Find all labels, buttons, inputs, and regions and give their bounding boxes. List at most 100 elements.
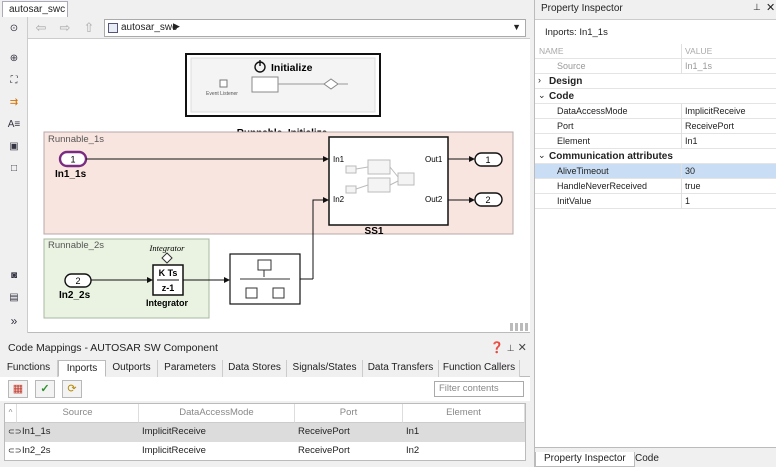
zoom-icon[interactable]: ⊕: [9, 53, 19, 64]
annotation-icon[interactable]: A≡: [7, 119, 21, 130]
area-icon[interactable]: □: [10, 163, 18, 174]
refresh-button[interactable]: ⟳: [62, 380, 82, 398]
ss1-in1-label: In1: [333, 155, 345, 164]
model-canvas[interactable]: Initialize Event Listener Runnable_Initi…: [28, 39, 530, 333]
integrator-trigger-icon: [161, 252, 173, 264]
col-element[interactable]: Element: [403, 404, 525, 423]
group-design[interactable]: › Design: [535, 74, 776, 89]
breadcrumb[interactable]: autosar_swc ▶ ▼: [104, 19, 526, 37]
inport1-number: 1: [70, 155, 75, 165]
left-toolbar: ⊙ ⊕ ⛶ ⇉ A≡ ▣ □ ◙ ▤ »: [0, 17, 28, 333]
filter-input[interactable]: Filter contents: [434, 381, 524, 397]
table-row[interactable]: ⊂⊃ In1_1s ImplicitReceive ReceivePort In…: [5, 423, 525, 442]
property-key: DataAccessMode: [557, 106, 628, 116]
property-key: HandleNeverReceived: [557, 181, 648, 191]
outport1-number: 1: [485, 155, 490, 165]
row-port[interactable]: ReceivePort: [298, 445, 350, 456]
hide-browser-icon[interactable]: ⊙: [9, 23, 19, 34]
tab-data-stores[interactable]: Data Stores: [223, 360, 287, 377]
property-value[interactable]: 1: [681, 194, 776, 209]
outport1-block[interactable]: [474, 152, 503, 167]
property-key: Element: [557, 136, 591, 146]
col-source[interactable]: Source: [17, 404, 139, 423]
tab-signals-states[interactable]: Signals/States: [287, 360, 363, 377]
signal-icon[interactable]: ⇉: [9, 97, 19, 108]
ss1-name: SS1: [365, 226, 384, 237]
outport2-block[interactable]: [474, 192, 503, 207]
integrator-tag: Integrator: [149, 243, 186, 253]
row-mode[interactable]: ImplicitReceive: [142, 426, 206, 437]
canvas-scroll-icon[interactable]: [510, 323, 528, 331]
close-icon[interactable]: ✕: [766, 2, 776, 14]
chevron-right-icon[interactable]: ›: [538, 75, 541, 85]
pin-icon[interactable]: ⊥: [753, 2, 761, 12]
help-icon[interactable]: ❓: [490, 342, 504, 354]
up-icon[interactable]: ⇧: [83, 20, 95, 35]
group-label: Design: [549, 76, 583, 87]
model-icon: [108, 23, 118, 33]
property-value: In1_1s: [681, 59, 776, 74]
chevron-down-icon[interactable]: ⌄: [538, 90, 546, 100]
tab-inports[interactable]: Inports: [58, 360, 106, 377]
col-data-access-mode[interactable]: DataAccessMode: [139, 404, 295, 423]
property-value[interactable]: ImplicitReceive: [681, 104, 776, 119]
event-listener-glyph: [219, 79, 228, 88]
property-key: Port: [557, 121, 574, 131]
tab-parameters[interactable]: Parameters: [158, 360, 223, 377]
group-communication-attributes[interactable]: ⌄ Communication attributes: [535, 149, 776, 164]
camera-icon[interactable]: ◙: [10, 270, 18, 281]
breadcrumb-label[interactable]: autosar_swc: [121, 22, 178, 33]
back-icon[interactable]: ⇦: [35, 20, 47, 35]
model-data-icon[interactable]: ▤: [9, 292, 19, 303]
inport-icon: ⊂⊃: [8, 427, 22, 436]
close-icon[interactable]: ✕: [517, 342, 527, 354]
event-listener-label: Event Listener: [206, 91, 238, 97]
tab-functions[interactable]: Functions: [0, 360, 58, 377]
validate-button[interactable]: ✓: [35, 380, 55, 398]
row-mode[interactable]: ImplicitReceive: [142, 445, 206, 456]
table-settings-button[interactable]: ▦: [8, 380, 28, 398]
fit-view-icon[interactable]: ⛶: [10, 75, 18, 86]
group-code[interactable]: ⌄ Code: [535, 89, 776, 104]
runnable1-label: Runnable_1s: [48, 134, 104, 145]
breadcrumb-arrow-icon[interactable]: ▶: [173, 21, 180, 31]
chevron-down-icon[interactable]: ⌄: [538, 150, 546, 160]
property-row-element[interactable]: Element In1: [535, 134, 776, 149]
property-value[interactable]: ReceivePort: [681, 119, 776, 134]
init-inner-block: [251, 76, 279, 93]
tab-code[interactable]: Code: [635, 453, 659, 464]
pin-icon[interactable]: ⊥: [506, 343, 515, 353]
property-row-data-access-mode[interactable]: DataAccessMode ImplicitReceive: [535, 104, 776, 119]
sort-icon[interactable]: ^: [5, 404, 17, 423]
model-tab[interactable]: autosar_swc: [2, 1, 68, 17]
rate-transition-glyph: [240, 259, 290, 299]
diagram: Initialize Event Listener Runnable_Initi…: [43, 53, 528, 331]
tab-function-callers[interactable]: Function Callers: [439, 360, 520, 377]
property-row-alive-timeout[interactable]: AliveTimeout 30: [535, 164, 776, 179]
property-value[interactable]: 30: [681, 164, 776, 179]
row-element[interactable]: In2: [406, 445, 420, 456]
row-port[interactable]: ReceivePort: [298, 426, 350, 437]
col-port[interactable]: Port: [295, 404, 403, 423]
property-row-handle-never-received[interactable]: HandleNeverReceived true: [535, 179, 776, 194]
property-row-init-value[interactable]: InitValue 1: [535, 194, 776, 209]
code-mappings-toolbar: ▦ ✓ ⟳ Filter contents: [0, 377, 530, 401]
property-value[interactable]: In1: [681, 134, 776, 149]
row-source: In2_2s: [22, 445, 51, 456]
row-source: In1_1s: [22, 426, 51, 437]
expand-icon[interactable]: »: [10, 314, 18, 328]
property-key: InitValue: [557, 196, 592, 206]
tab-data-transfers[interactable]: Data Transfers: [363, 360, 439, 377]
forward-icon[interactable]: ⇨: [59, 20, 71, 35]
tab-property-inspector[interactable]: Property Inspector: [535, 452, 635, 467]
property-row-source: Source In1_1s: [535, 59, 776, 74]
property-inspector-title: Property Inspector: [541, 3, 623, 14]
property-row-port[interactable]: Port ReceivePort: [535, 119, 776, 134]
chevron-down-icon[interactable]: ▼: [512, 22, 521, 32]
row-element[interactable]: In1: [406, 426, 420, 437]
code-mappings-tabs: Functions Inports Outports Parameters Da…: [0, 360, 530, 377]
table-row[interactable]: ⊂⊃ In2_2s ImplicitReceive ReceivePort In…: [5, 442, 525, 461]
image-icon[interactable]: ▣: [9, 141, 19, 152]
tab-outports[interactable]: Outports: [106, 360, 158, 377]
property-value[interactable]: true: [681, 179, 776, 194]
